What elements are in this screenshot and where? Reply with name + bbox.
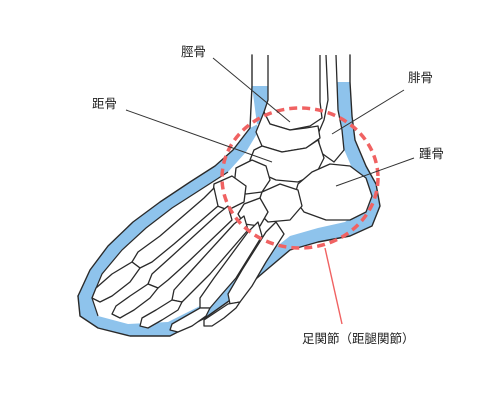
ankle-joint-leader-line: [324, 247, 343, 325]
fibula-bone: [317, 54, 345, 163]
tibia-leader-line: [212, 57, 291, 123]
phalanx-toe-4: [169, 307, 211, 333]
phalanx-toe-1: [91, 261, 141, 303]
phalanx-toe-3: [139, 299, 183, 329]
tibia-bone: [263, 55, 323, 131]
talus-label: 距骨: [92, 96, 118, 111]
ankle-joint-highlight: [220, 106, 380, 250]
calcaneus-label: 踵骨: [419, 146, 445, 161]
talus-leader-line: [125, 109, 273, 163]
phalanx-toe-2: [111, 283, 159, 319]
leg-outline-right: [77, 54, 381, 337]
fibula-leader-line: [331, 89, 405, 135]
tibia-label: 脛骨: [181, 44, 207, 59]
phalanx-toe-5: [203, 301, 241, 327]
calcaneus-leader-line: [335, 157, 415, 187]
ankle-joint-label: 足関節（距腿関節）: [302, 331, 415, 346]
fibula-label: 腓骨: [408, 70, 434, 85]
tibia-distal-end: [255, 111, 321, 153]
leg-outline-left: [77, 54, 253, 297]
